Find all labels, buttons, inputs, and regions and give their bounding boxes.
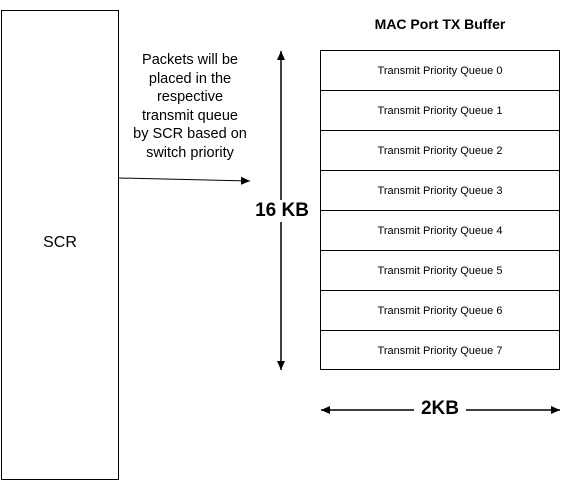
queue-row: Transmit Priority Queue 4 <box>321 211 559 251</box>
buffer-title: MAC Port TX Buffer <box>374 16 506 32</box>
width-dimension-label: 2KB <box>414 398 466 420</box>
caption-line: respective <box>156 89 224 106</box>
caption-line: by SCR based on <box>133 126 247 143</box>
queue-row: Transmit Priority Queue 2 <box>321 131 559 171</box>
caption-line: transmit queue <box>142 107 238 124</box>
caption-line: placed in the <box>148 70 232 87</box>
queue-row: Transmit Priority Queue 5 <box>321 251 559 291</box>
caption-line: switch priority <box>146 144 234 161</box>
queue-row: Transmit Priority Queue 3 <box>321 171 559 211</box>
scr-block <box>1 10 119 480</box>
caption-line: Packets will be <box>142 52 238 68</box>
height-dimension-label: 16 KB <box>250 200 314 222</box>
scr-to-queue-arrow <box>118 176 251 185</box>
queue-row: Transmit Priority Queue 0 <box>321 51 559 91</box>
queue-row: Transmit Priority Queue 6 <box>321 291 559 331</box>
tx-buffer-queue-stack: Transmit Priority Queue 0 Transmit Prior… <box>320 50 560 370</box>
scr-label: SCR <box>43 234 77 251</box>
queue-row: Transmit Priority Queue 1 <box>321 91 559 131</box>
queue-row: Transmit Priority Queue 7 <box>377 345 503 357</box>
packet-placement-caption: Packets will be placed in the respective… <box>126 51 254 163</box>
